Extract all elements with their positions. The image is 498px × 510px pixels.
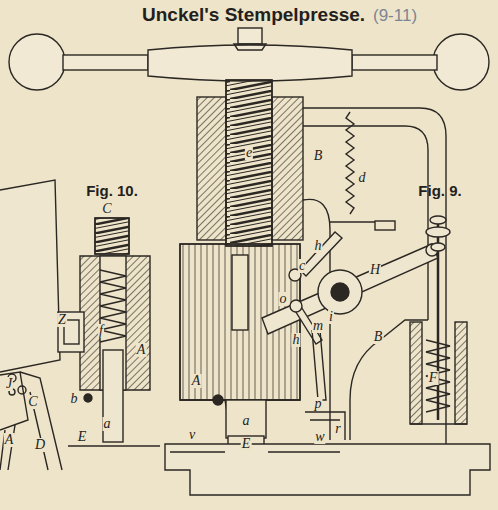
part-letter: B: [313, 149, 324, 163]
part-letter: e: [245, 146, 253, 160]
part-letter: J: [5, 377, 13, 391]
part-letter: p: [314, 397, 323, 411]
part-letter: F: [428, 371, 439, 385]
part-letter: f: [98, 324, 104, 338]
part-letter: r: [334, 422, 341, 436]
part-letter: m: [312, 319, 324, 333]
title: Unckel's Stempelpresse.: [142, 5, 365, 24]
part-letter: b: [70, 392, 79, 406]
part-letter: o: [279, 292, 288, 306]
part-letter: h: [314, 239, 323, 253]
part-letter: B: [373, 330, 384, 344]
part-letter: c: [298, 259, 306, 273]
part-letter: Z: [57, 313, 67, 327]
part-letter: v: [188, 428, 196, 442]
part-letter: E: [77, 430, 88, 444]
part-letter: C: [101, 202, 112, 216]
figure-caption: Fig. 9.: [417, 183, 462, 198]
figure-caption: Fig. 10.: [85, 183, 139, 198]
part-letter: i: [328, 310, 334, 324]
part-letter: a: [103, 417, 112, 431]
part-letter: a: [242, 414, 251, 428]
part-letter: h: [292, 333, 301, 347]
part-letter: E: [241, 437, 252, 451]
part-letter: d: [358, 171, 367, 185]
part-letter: A: [4, 433, 15, 447]
part-letter: w: [314, 430, 325, 444]
part-letter: D: [34, 438, 46, 452]
part-letter: A: [191, 374, 202, 388]
part-letter: A: [136, 343, 147, 357]
pencil-note: (9-11): [372, 7, 418, 24]
part-letter: C: [27, 395, 38, 409]
part-letter: H: [369, 263, 381, 277]
